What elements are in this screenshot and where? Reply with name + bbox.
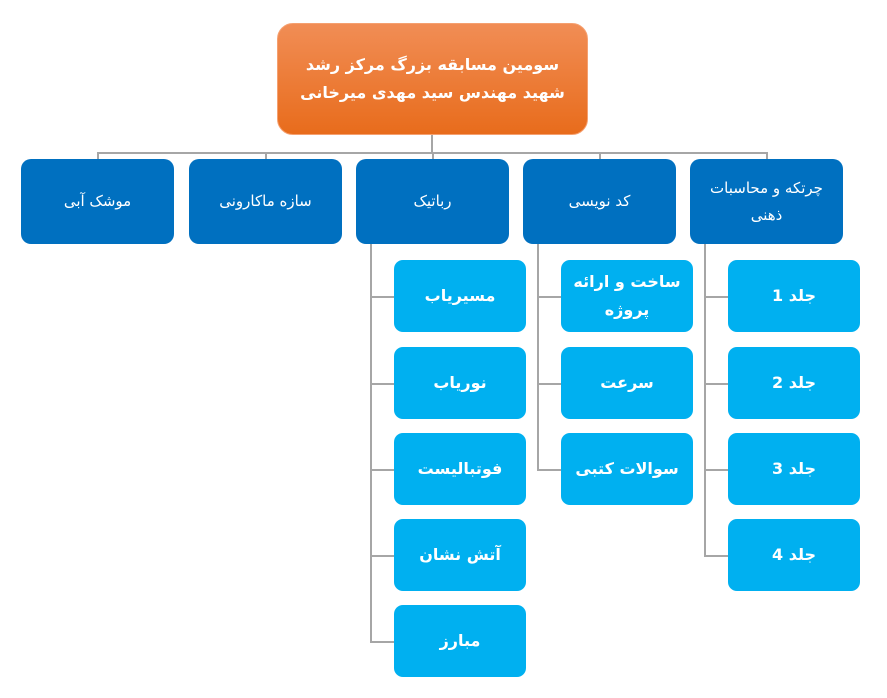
item-label: آتش نشان xyxy=(419,545,501,564)
item-label: جلد 1 xyxy=(772,286,817,305)
connector-line xyxy=(97,152,99,159)
category-node[interactable]: کد نویسی xyxy=(523,159,676,244)
connector-line xyxy=(599,152,601,159)
item-label: مبارز xyxy=(439,631,481,650)
connector-line xyxy=(370,641,408,643)
item-node[interactable]: فوتبالیست xyxy=(394,433,526,505)
connector-line xyxy=(370,383,408,385)
category-node[interactable]: رباتیک xyxy=(356,159,509,244)
item-node[interactable]: جلد 4 xyxy=(728,519,860,591)
connector-line xyxy=(537,296,575,298)
connector-line xyxy=(766,152,768,159)
connector-line xyxy=(537,469,575,471)
category-label: موشک آبی xyxy=(63,192,132,211)
item-label: سرعت xyxy=(600,373,654,392)
item-node[interactable]: مبارز xyxy=(394,605,526,677)
connector-line xyxy=(704,555,742,557)
item-label: جلد 4 xyxy=(772,545,817,564)
item-label: نوریاب xyxy=(433,373,487,392)
category-label: سازه ماکارونی xyxy=(219,192,312,211)
category-node[interactable]: چرتکه و محاسبات ذهنی xyxy=(690,159,843,244)
item-label: جلد 3 xyxy=(772,459,817,478)
connector-line xyxy=(265,152,267,159)
connector-line xyxy=(431,135,433,153)
connector-line xyxy=(537,244,539,469)
connector-line xyxy=(704,296,742,298)
item-node[interactable]: جلد 1 xyxy=(728,260,860,332)
connector-line xyxy=(370,469,408,471)
root-node: سومین مسابقه بزرگ مرکز رشد شهید مهندس سی… xyxy=(277,23,588,135)
item-node[interactable]: سوالات کتبی xyxy=(561,433,693,505)
category-label: رباتیک xyxy=(413,192,452,211)
item-node[interactable]: مسیریاب xyxy=(394,260,526,332)
root-title: سومین مسابقه بزرگ مرکز رشد شهید مهندس سی… xyxy=(300,55,565,102)
category-node[interactable]: سازه ماکارونی xyxy=(189,159,342,244)
item-node[interactable]: ساخت و ارائه پروژه xyxy=(561,260,693,332)
connector-line xyxy=(704,383,742,385)
category-label: چرتکه و محاسبات ذهنی xyxy=(710,179,823,224)
item-label: سوالات کتبی xyxy=(575,459,679,478)
connector-line xyxy=(432,152,434,159)
item-node[interactable]: آتش نشان xyxy=(394,519,526,591)
connector-line xyxy=(370,244,372,641)
connector-line xyxy=(537,383,575,385)
item-label: فوتبالیست xyxy=(417,459,503,478)
connector-line xyxy=(370,555,408,557)
item-label: مسیریاب xyxy=(424,286,496,305)
connector-line xyxy=(370,296,408,298)
connector-line xyxy=(704,244,706,555)
item-label: جلد 2 xyxy=(772,373,817,392)
item-node[interactable]: جلد 2 xyxy=(728,347,860,419)
item-node[interactable]: سرعت xyxy=(561,347,693,419)
item-node[interactable]: جلد 3 xyxy=(728,433,860,505)
category-node[interactable]: موشک آبی xyxy=(21,159,174,244)
connector-line xyxy=(704,469,742,471)
category-label: کد نویسی xyxy=(568,192,631,211)
item-node[interactable]: نوریاب xyxy=(394,347,526,419)
item-label: ساخت و ارائه پروژه xyxy=(573,272,681,319)
